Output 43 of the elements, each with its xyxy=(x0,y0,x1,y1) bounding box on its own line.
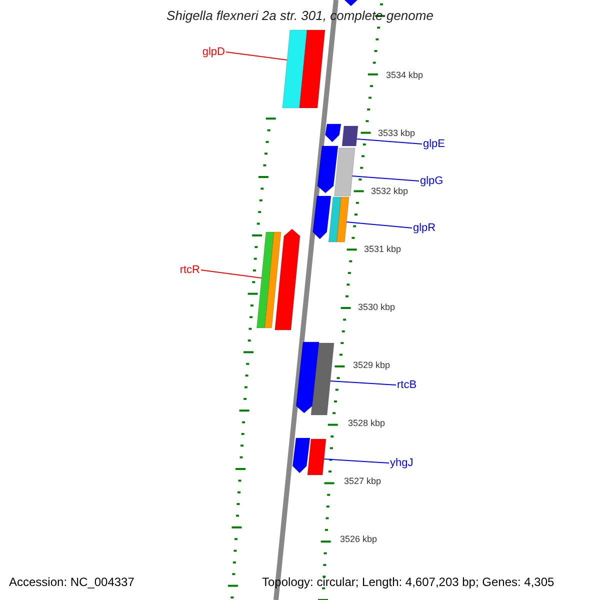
genome-info: Topology: circular; Length: 4,607,203 bp; Genes: 4,305 xyxy=(262,575,554,589)
leader-line xyxy=(226,52,288,60)
gene-bar xyxy=(307,438,326,476)
gene-feature-block xyxy=(317,146,338,194)
leader-line xyxy=(200,270,262,278)
scale-label: 3527 kbp xyxy=(344,475,382,488)
gene-bar xyxy=(336,196,350,242)
gene-bar xyxy=(299,30,326,108)
gene-label: yhgJ xyxy=(390,456,414,470)
scale-label: 3532 kbp xyxy=(371,185,408,198)
genome-info: Accession: NC_004337 xyxy=(9,575,134,589)
gene-label: glpG xyxy=(420,174,444,188)
title: Shigella flexneri 2a str. 301, complete genome xyxy=(166,9,434,22)
gene-feature-block xyxy=(312,196,332,240)
gene-bar xyxy=(256,232,274,328)
gene-label: rtcB xyxy=(397,378,417,392)
scale-label: 3534 kbp xyxy=(386,69,424,82)
scale-label: 3526 kbp xyxy=(340,533,378,546)
scale-label: 3528 kbp xyxy=(348,417,386,430)
scale-label: 3529 kbp xyxy=(353,359,390,372)
leader-line xyxy=(352,176,420,182)
gene-feature-block xyxy=(343,0,360,6)
gene-label: glpR xyxy=(413,221,436,235)
leader-line xyxy=(346,222,412,228)
gene-label: rtcR xyxy=(180,263,200,277)
gene-bar xyxy=(328,196,342,242)
gene-label: glpD xyxy=(202,45,225,59)
gene-feature-block xyxy=(292,438,310,474)
gene-bar xyxy=(282,30,308,108)
gene-bar xyxy=(310,342,334,416)
scale-label: 3530 kbp xyxy=(358,301,396,314)
gene-bar xyxy=(342,126,358,146)
gene-bar xyxy=(264,232,282,328)
gene-bar xyxy=(334,148,356,196)
gene-feature-block xyxy=(296,342,320,414)
gene-label: glpE xyxy=(423,137,446,151)
gene-feature-block xyxy=(274,228,300,330)
leader-line xyxy=(356,138,422,144)
scale-label: 3533 kbp xyxy=(378,127,416,140)
leader-line xyxy=(330,380,396,386)
leader-line xyxy=(324,458,390,464)
scale-label: 3531 kbp xyxy=(364,243,402,256)
gene-feature-block xyxy=(325,124,342,142)
